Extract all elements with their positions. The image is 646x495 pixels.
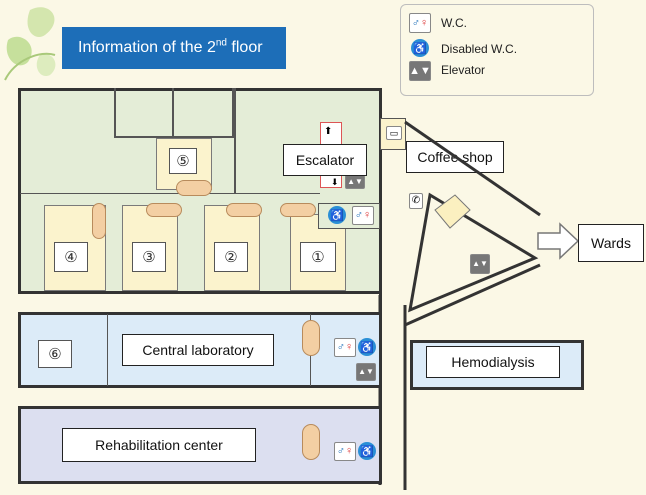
room-2-number: ② [214,242,248,272]
floor-title-end: floor [226,39,263,56]
door [146,203,182,217]
legend-disabled-wc-label: Disabled W.C. [441,42,518,56]
escalator-down-icon: ⬇ [331,177,339,187]
escalator-label: Escalator [283,144,367,176]
door [302,424,320,460]
lab-divider [107,314,108,386]
restroom-icon: ♂♀ [409,13,431,33]
upper-rooms [114,88,234,138]
elevator-icon: ▲▼ [345,175,365,189]
room-1-number: ① [300,242,336,272]
hemodialysis-label: Hemodialysis [426,346,560,378]
restroom-icon: ♂♀ [334,442,356,461]
room-5-number: ⑤ [169,148,197,174]
wards-arrow-icon [537,222,580,260]
legend-elevator-label: Elevator [441,63,486,77]
rehabilitation-center-label: Rehabilitation center [62,428,256,462]
restroom-icon: ♂♀ [352,206,374,225]
legend-wc-label: W.C. [441,16,467,30]
room-3-number: ③ [132,242,166,272]
door [92,203,106,239]
map-legend: ♂♀ W.C. ♿ Disabled W.C. ▲▼ Elevator [400,4,594,96]
floor-title-ordinal: nd [215,37,227,49]
elevator-icon: ▲▼ [409,61,431,81]
door [302,320,320,356]
restroom-icon: ♂♀ [334,338,356,357]
upper-wall [234,88,236,194]
cash-register-icon: ▭ [386,126,402,140]
escalator-up-icon: ⬆ [324,126,333,137]
corridor-lines [378,120,541,490]
floor-title-text: Information of the 2 [78,39,216,56]
upper-room-divider [114,88,174,138]
leaf-decoration [4,7,56,81]
room-6-number: ⑥ [38,340,72,368]
wheelchair-icon: ♿ [358,442,376,460]
wheelchair-icon: ♿ [411,39,429,57]
central-laboratory-label: Central laboratory [122,334,274,366]
elevator-icon: ▲▼ [356,363,376,381]
room-4-number: ④ [54,242,88,272]
wheelchair-icon: ♿ [328,206,346,224]
wing-divider [20,193,320,194]
floor-title-banner: Information of the 2nd floor [62,27,286,69]
phone-icon: ✆ [409,193,423,209]
elevator-icon: ▲▼ [470,254,490,274]
wards-label: Wards [578,224,644,262]
wheelchair-icon: ♿ [358,338,376,356]
door [280,203,316,217]
door [226,203,262,217]
corridor-wall [379,290,382,314]
corridor-wall [379,386,382,408]
door [176,180,212,196]
